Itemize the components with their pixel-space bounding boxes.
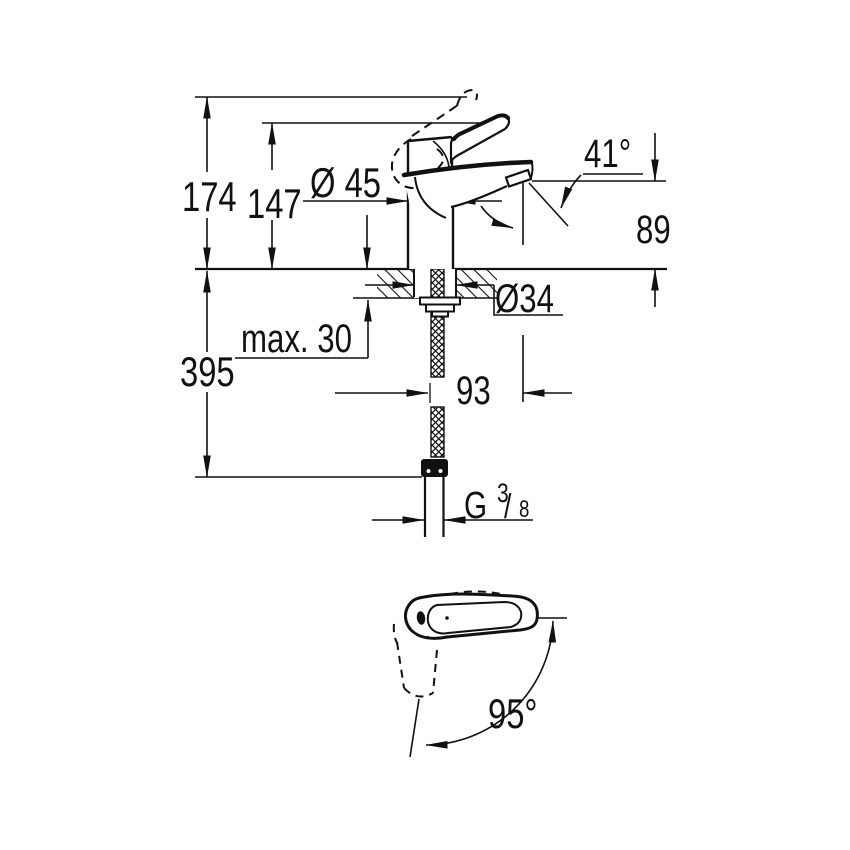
handle-top-view [392, 590, 567, 758]
cartridge-dome-arc [432, 140, 450, 168]
ref-line-aerator-axis [528, 182, 569, 227]
body-inner-arc [414, 176, 447, 219]
svg-text:3: 3 [497, 479, 509, 509]
lever-top-edge [452, 113, 510, 141]
lever-open-dashed [390, 88, 478, 190]
aerator [504, 168, 533, 188]
spout-top-edge [401, 159, 534, 178]
dim-swivel-angle-label: 95° [488, 690, 538, 737]
dim-lever-height-label: 147 [247, 180, 302, 227]
dimension-labels: 174 147 Ø 45 41° 89 Ø34 max. 30 395 93 9… [180, 131, 671, 737]
faucet-side-view [390, 88, 534, 269]
hole-edges [413, 269, 457, 297]
angle-95-arc [425, 620, 557, 749]
dim-body-diameter-label: Ø 45 [310, 159, 381, 206]
dim-below-counter-label: 395 [180, 348, 235, 395]
flow-direction-arc [480, 205, 514, 229]
dimension-lines [203, 96, 659, 524]
supply-hose-assembly [419, 268, 461, 537]
dim-counter-thickness-label: max. 30 [241, 316, 352, 361]
hose-connector [421, 459, 448, 477]
handle-pivot-dot [445, 616, 449, 620]
dim-thread-label: G 3 / 8 [464, 479, 529, 527]
connector-detail-dot [438, 469, 443, 473]
dim-aerator-angle-label: 41° [584, 131, 631, 176]
hose-braid-upper [430, 268, 445, 378]
svg-text:8: 8 [519, 496, 529, 523]
handle-indicator-dot [416, 611, 426, 625]
dim-spout-height-label: 89 [636, 207, 671, 252]
counter-hatch-left [377, 269, 414, 298]
svg-text:/: / [504, 488, 512, 526]
counter-hatch-right [456, 269, 497, 298]
dim-total-height-label: 174 [182, 173, 237, 220]
angle-41-leader-arc [560, 174, 582, 209]
spout-underside [450, 185, 508, 209]
svg-text:G: G [464, 485, 487, 527]
handle-edge-dot [426, 636, 430, 639]
spout-fill [404, 162, 533, 207]
dim-spout-reach-label: 93 [456, 368, 491, 413]
connection-tube [423, 477, 445, 537]
mounting-flange [419, 296, 461, 318]
connector-detail-dot [426, 469, 431, 473]
dim-hole-diameter-label: Ø34 [495, 276, 554, 321]
handle-axis-line [409, 698, 420, 758]
hose-braid-lower [430, 406, 445, 458]
